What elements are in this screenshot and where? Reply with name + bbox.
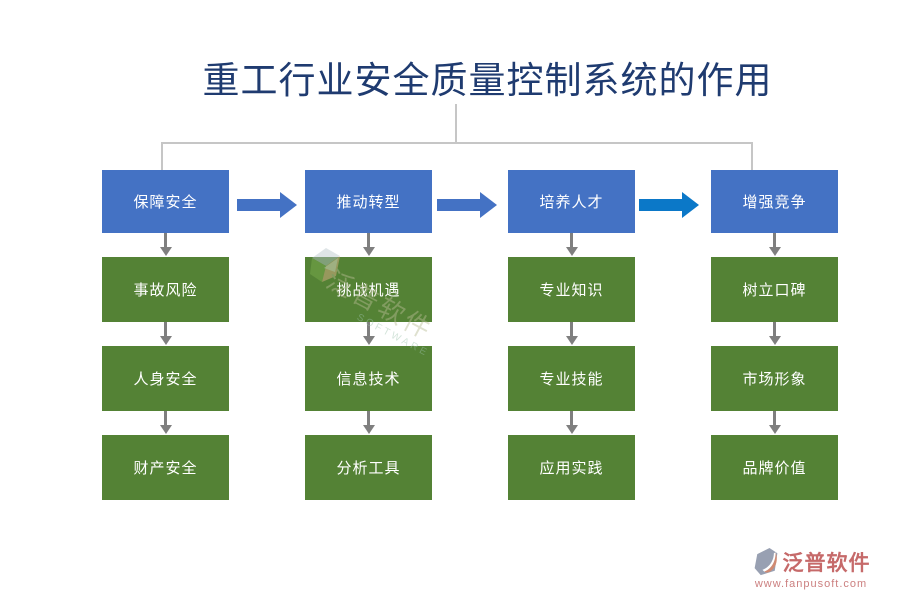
item-box: 人身安全 [102,346,229,411]
brand-footer: 泛普软件 www.fanpusoft.com [736,547,886,590]
header-box: 培养人才 [508,170,635,233]
right-arrow-icon [237,192,297,218]
header-box: 保障安全 [102,170,229,233]
down-arrow-icon [305,233,432,257]
connector-drop-right [751,143,753,171]
item-box: 财产安全 [102,435,229,500]
connector-stem [455,104,457,143]
page-title: 重工行业安全质量控制系统的作用 [202,61,773,102]
down-arrow-icon [711,411,838,435]
right-arrow-icon [437,192,497,218]
item-box: 专业知识 [508,257,635,322]
down-arrow-icon [508,322,635,346]
item-box: 树立口碑 [711,257,838,322]
down-arrow-icon [102,411,229,435]
brand-name: 泛普软件 [782,552,871,575]
item-box: 品牌价值 [711,435,838,500]
down-arrow-icon [102,233,229,257]
item-box: 市场形象 [711,346,838,411]
item-box: 专业技能 [508,346,635,411]
down-arrow-icon [711,322,838,346]
down-arrow-icon [305,322,432,346]
connector-drop-left [161,143,163,171]
fanpu-logo-icon [754,548,777,576]
down-arrow-icon [305,411,432,435]
down-arrow-icon [508,411,635,435]
right-arrow-icon [639,192,699,218]
down-arrow-icon [102,322,229,346]
item-box: 挑战机遇 [305,257,432,322]
flowchart-columns: 保障安全 事故风险 人身安全 财产安全 推动转型 挑战机遇 信息技术 分析工具 … [102,170,838,500]
column-transformation: 推动转型 挑战机遇 信息技术 分析工具 [305,170,432,500]
down-arrow-icon [711,233,838,257]
header-box: 推动转型 [305,170,432,233]
brand-url: www.fanpusoft.com [754,578,868,590]
column-competition: 增强竞争 树立口碑 市场形象 品牌价值 [711,170,838,500]
column-talent: 培养人才 专业知识 专业技能 应用实践 [508,170,635,500]
item-box: 应用实践 [508,435,635,500]
down-arrow-icon [508,233,635,257]
item-box: 分析工具 [305,435,432,500]
column-safety: 保障安全 事故风险 人身安全 财产安全 [102,170,229,500]
connector-horizontal-bar [161,142,753,144]
item-box: 信息技术 [305,346,432,411]
item-box: 事故风险 [102,257,229,322]
header-box: 增强竞争 [711,170,838,233]
